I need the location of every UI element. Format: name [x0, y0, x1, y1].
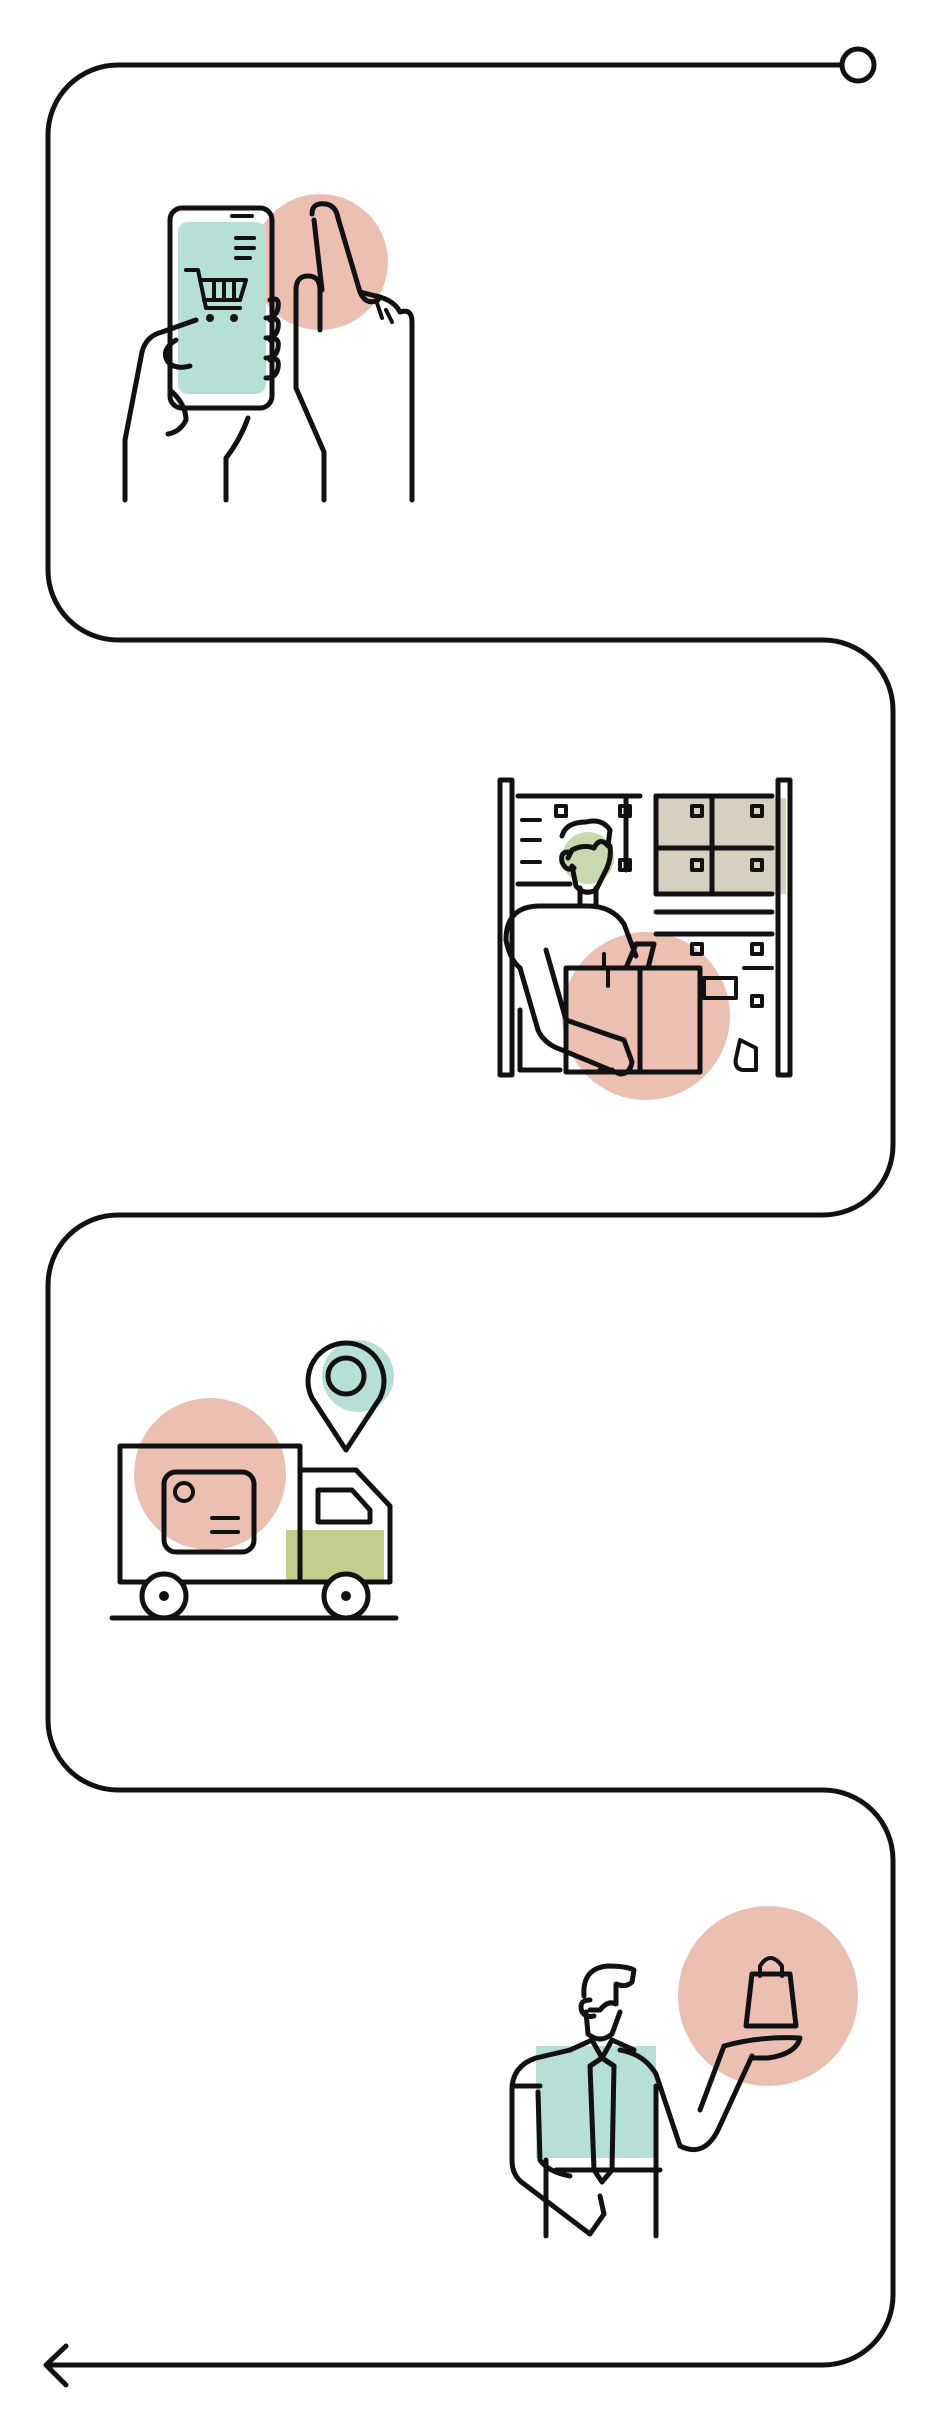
warehouse-worker-box-icon: [497, 777, 793, 1100]
delivery-truck-location-icon: [109, 1340, 399, 1621]
phone-shopping-cart-icon: [122, 194, 415, 503]
start-node-icon: [839, 46, 877, 84]
customer-shopping-bag-icon: [509, 1906, 858, 2239]
end-arrow-icon: [43, 2343, 69, 2388]
flow-path: [45, 62, 896, 2368]
